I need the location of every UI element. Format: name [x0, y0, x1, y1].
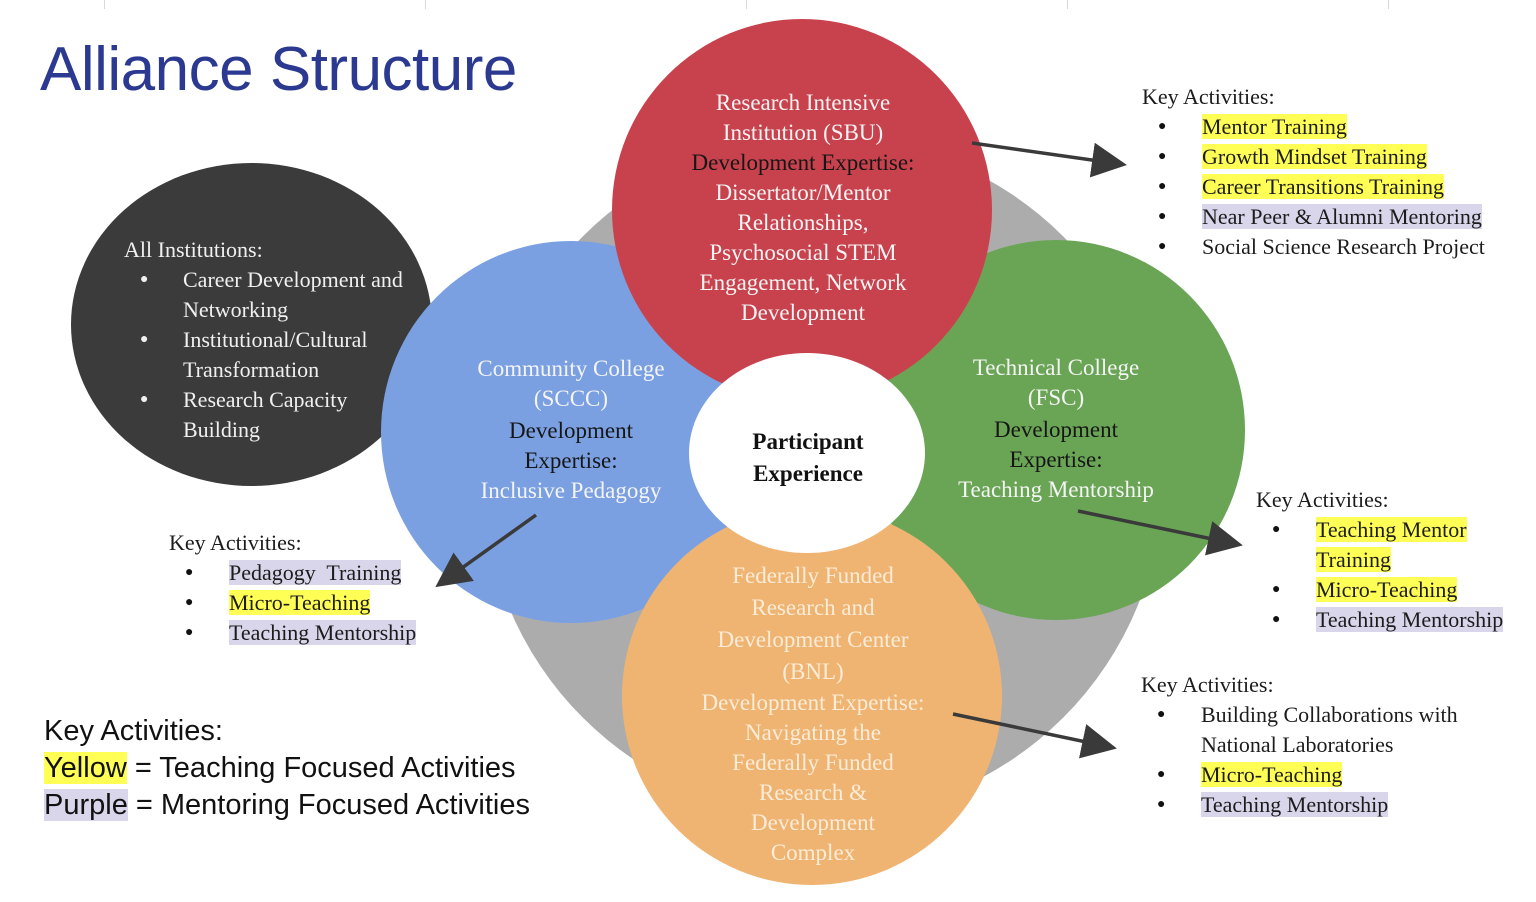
research-expertise-label: Development Expertise: — [691, 150, 915, 175]
key-activities-community: Key Activities: Pedagogy Training Micro-… — [169, 528, 469, 648]
activity-label: Mentor Training — [1202, 114, 1347, 139]
legend-yellow-row: Yellow = Teaching Focused Activities — [44, 750, 530, 787]
key-activities-federal: Key Activities: Building Collaborations … — [1141, 670, 1531, 820]
technical-name-line2: (FSC) — [1027, 385, 1085, 410]
technical-expertise-label-line1: Development — [994, 417, 1118, 442]
activity-label: Micro-Teaching — [1316, 577, 1458, 602]
page-title: Alliance Structure — [40, 35, 517, 104]
activity-label: Teaching Mentor Training — [1316, 517, 1467, 572]
key-activities-list: Pedagogy Training Micro-Teaching Teachin… — [169, 558, 469, 648]
community-expertise-label-line2: Expertise: — [524, 448, 618, 473]
activity-label: Social Science Research Project — [1202, 234, 1485, 259]
list-item: Mentor Training — [1142, 112, 1536, 142]
list-item: Micro-Teaching — [1141, 760, 1531, 790]
community-college-text: Community College (SCCC) Development Exp… — [432, 354, 710, 506]
arrow-technical — [1077, 509, 1243, 556]
federal-center-circle — [622, 507, 1002, 885]
activity-label: Near Peer & Alumni Mentoring — [1202, 204, 1482, 229]
grid-tick — [104, 0, 105, 9]
key-activities-research: Key Activities: Mentor Training Growth M… — [1142, 82, 1536, 262]
list-item: Near Peer & Alumni Mentoring — [1142, 202, 1536, 232]
arrow-research — [971, 141, 1127, 178]
list-item: Teaching Mentorship — [1141, 790, 1531, 820]
key-activities-heading: Key Activities: — [1256, 487, 1389, 512]
list-item: Career Development and Networking — [124, 265, 424, 325]
activity-label: Micro-Teaching — [1201, 762, 1343, 787]
community-name-line1: Community College — [477, 356, 665, 381]
activity-label: Teaching Mentorship — [1201, 792, 1389, 817]
research-institution-circle — [612, 19, 992, 401]
key-activities-list: Teaching Mentor Training Micro-Teaching … — [1256, 515, 1536, 635]
list-item: Institutional/Cultural Transformation — [124, 325, 424, 385]
grid-tick — [425, 0, 426, 9]
federal-center-text: Federally Funded Research and Developmen… — [672, 560, 954, 868]
technical-name-line1: Technical College — [972, 355, 1140, 380]
participant-experience-text: Participant Experience — [708, 426, 908, 490]
legend-purple-desc: = Mentoring Focused Activities — [127, 789, 530, 821]
legend-heading: Key Activities: — [44, 715, 223, 747]
research-expertise: Dissertator/Mentor Relationships, Psycho… — [699, 180, 907, 325]
community-name-line2: (SCCC) — [533, 386, 609, 411]
list-item: Micro-Teaching — [169, 588, 469, 618]
center-line2: Experience — [753, 461, 863, 486]
list-item: Teaching Mentorship — [169, 618, 469, 648]
community-expertise-label-line1: Development — [509, 418, 633, 443]
list-item: Teaching Mentor Training — [1256, 515, 1536, 575]
research-institution-text: Research Intensive Institution (SBU) Dev… — [672, 88, 934, 328]
list-item: Pedagogy Training — [169, 558, 469, 588]
key-activities-heading: Key Activities: — [1142, 84, 1275, 109]
legend-yellow-desc: = Teaching Focused Activities — [126, 752, 516, 784]
arrow-federal — [952, 712, 1117, 759]
key-activities-heading: Key Activities: — [1141, 672, 1274, 697]
list-item: Micro-Teaching — [1256, 575, 1536, 605]
all-institutions-list: Career Development and Networking Instit… — [124, 265, 424, 445]
center-line1: Participant — [752, 429, 864, 454]
list-item: Teaching Mentorship — [1256, 605, 1536, 635]
list-item: Growth Mindset Training — [1142, 142, 1536, 172]
activity-label: Growth Mindset Training — [1202, 144, 1427, 169]
technical-college-text: Technical College (FSC) Development Expe… — [914, 353, 1198, 505]
key-activities-list: Mentor Training Growth Mindset Training … — [1142, 112, 1536, 262]
activity-label: Building Collaborations with National La… — [1201, 702, 1458, 757]
participant-experience-circle — [689, 353, 925, 553]
federal-expertise: Navigating the Federally Funded Research… — [732, 720, 894, 865]
technical-expertise-label-line2: Expertise: — [1009, 447, 1103, 472]
federal-name: Federally Funded Research and Developmen… — [717, 563, 909, 684]
activity-label: Teaching Mentorship — [1316, 607, 1504, 632]
list-item: Career Transitions Training — [1142, 172, 1536, 202]
key-activities-technical: Key Activities: Teaching Mentor Training… — [1256, 485, 1536, 635]
list-item: Social Science Research Project — [1142, 232, 1536, 262]
all-institutions-text: All Institutions: Career Development and… — [124, 235, 424, 445]
key-activities-heading: Key Activities: — [169, 530, 302, 555]
list-item: Research Capacity Building — [124, 385, 424, 445]
grid-tick — [1067, 0, 1068, 9]
grid-tick — [1388, 0, 1389, 9]
all-institutions-heading: All Institutions: — [124, 237, 263, 262]
grid-tick — [746, 0, 747, 9]
activity-label: Teaching Mentorship — [229, 620, 417, 645]
activity-label: Pedagogy Training — [229, 560, 402, 585]
key-activities-list: Building Collaborations with National La… — [1141, 700, 1531, 820]
community-expertise: Inclusive Pedagogy — [480, 478, 662, 503]
research-name-line2: Institution (SBU) — [722, 120, 884, 145]
legend-purple-row: Purple = Mentoring Focused Activities — [44, 787, 530, 824]
activity-label: Micro-Teaching — [229, 590, 371, 615]
legend: Key Activities: Yellow = Teaching Focuse… — [44, 713, 530, 824]
federal-expertise-label: Development Expertise: — [701, 690, 925, 715]
list-item: Building Collaborations with National La… — [1141, 700, 1531, 760]
legend-yellow-word: Yellow — [44, 752, 127, 784]
technical-expertise: Teaching Mentorship — [958, 477, 1154, 502]
legend-purple-word: Purple — [44, 789, 128, 821]
research-name-line1: Research Intensive — [715, 90, 891, 115]
activity-label: Career Transitions Training — [1202, 174, 1445, 199]
